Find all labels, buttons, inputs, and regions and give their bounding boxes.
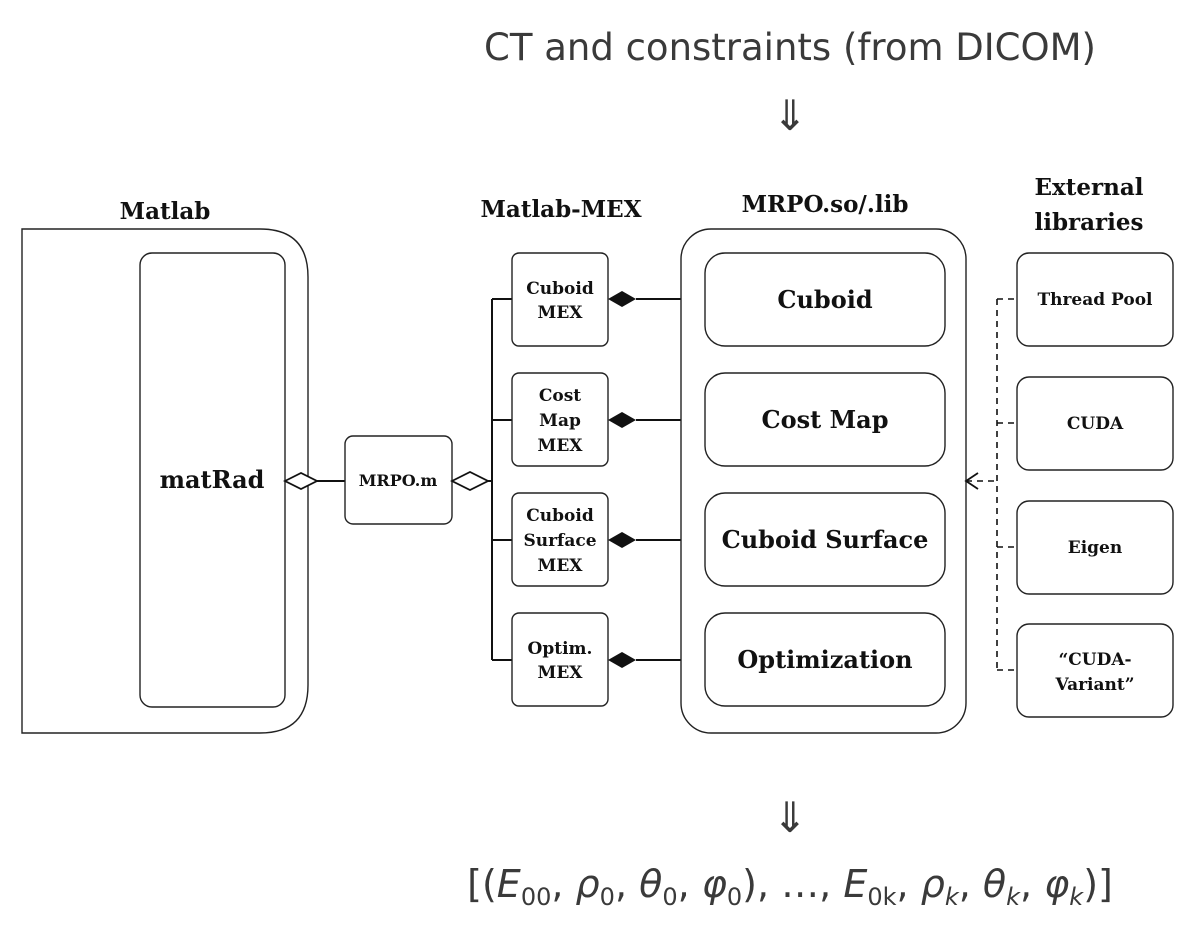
mex-box-cost-map: [511, 372, 609, 467]
module-cuboid-surface: [704, 492, 946, 587]
composition-diamond-1: [608, 291, 636, 307]
heading-matlab-mex: Matlab-MEX: [480, 196, 641, 223]
module-cuboid: [704, 252, 946, 347]
module-cost-map-label: Cost Map: [762, 405, 889, 434]
composition-diamond-4: [608, 652, 636, 668]
mex-cuboid-line1: Cuboid: [526, 279, 594, 299]
ext-cuda: [1016, 376, 1174, 471]
mex-box-cuboid-surface: [511, 492, 609, 587]
ext-thread-pool-label: Thread Pool: [1037, 290, 1153, 310]
ext-eigen: [1016, 500, 1174, 595]
heading-mrpo-lib: MRPO.so/.lib: [742, 191, 909, 218]
composition-diamond-2: [608, 412, 636, 428]
mex-costmap-line2: Map: [539, 411, 581, 431]
ext-cuda-variant: [1016, 623, 1174, 718]
ext-eigen-label: Eigen: [1068, 538, 1122, 558]
module-cost-map: [704, 372, 946, 467]
module-optimization: [704, 612, 946, 707]
matrad-label: matRad: [160, 465, 265, 494]
mrpo-m-label: MRPO.m: [359, 471, 438, 490]
mex-cuboid-line2: MEX: [538, 303, 584, 323]
down-arrow-top: ⇓: [772, 91, 807, 140]
mex-costmap-line3: MEX: [538, 436, 584, 456]
dependency-arrowhead-icon: [964, 472, 979, 490]
ext-cuda-label: CUDA: [1067, 414, 1124, 434]
aggregation-diamond-mrpo: [449, 470, 491, 492]
heading-external-line1: External: [1035, 174, 1144, 201]
ext-thread-pool: [1016, 252, 1174, 347]
mex-box-optim: [511, 612, 609, 707]
module-cuboid-label: Cuboid: [777, 285, 872, 314]
mex-surface-line2: Surface: [523, 531, 596, 551]
ext-cuda-variant-line1: “CUDA-: [1058, 650, 1131, 670]
down-arrow-bottom: ⇓: [772, 793, 807, 842]
composition-diamond-3: [608, 532, 636, 548]
mex-surface-line3: MEX: [538, 556, 584, 576]
mex-box-cuboid: [511, 252, 609, 347]
module-optimization-label: Optimization: [737, 645, 912, 674]
output-formula: [(E00, ρ0, θ0, φ0), …, E0k, ρk, θk, φk)]: [467, 862, 1113, 911]
heading-external-line2: libraries: [1034, 209, 1143, 236]
mex-optim-line2: MEX: [538, 663, 584, 683]
diagram-title: CT and constraints (from DICOM): [484, 26, 1096, 69]
heading-matlab: Matlab: [120, 198, 211, 225]
module-cuboid-surface-label: Cuboid Surface: [722, 525, 929, 554]
ext-cuda-variant-line2: Variant”: [1054, 675, 1134, 695]
mex-surface-line1: Cuboid: [526, 506, 594, 526]
mex-costmap-line1: Cost: [539, 386, 581, 406]
mex-optim-line1: Optim.: [528, 639, 593, 659]
